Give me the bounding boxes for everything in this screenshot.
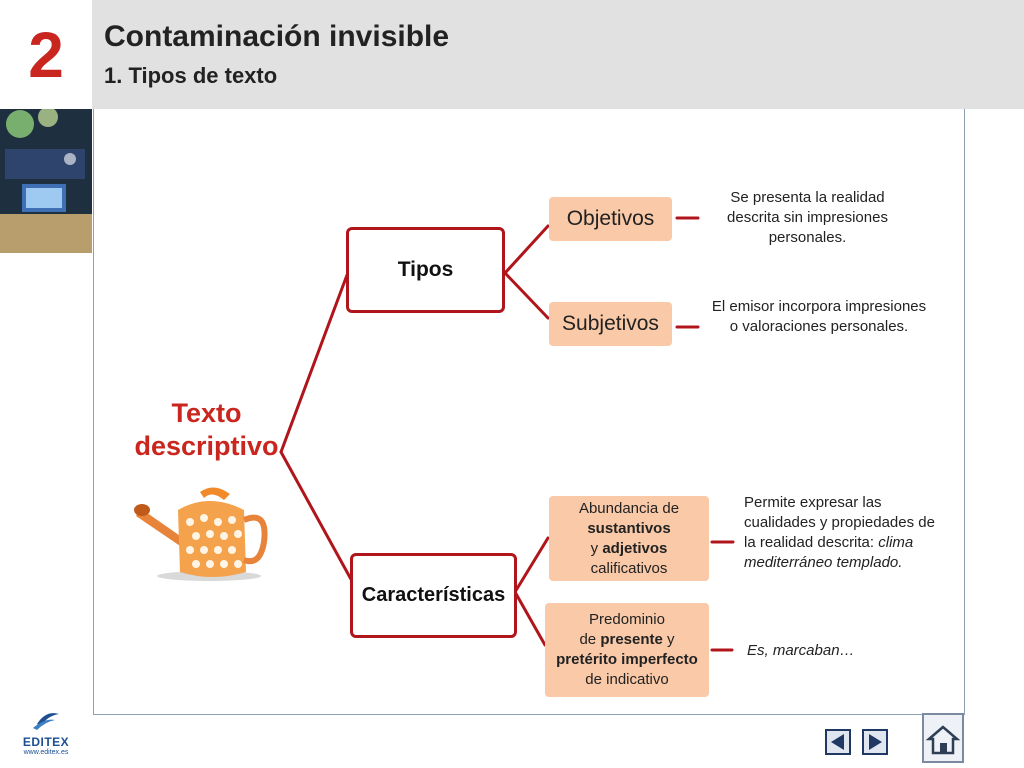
node-abundancia: Abundancia de sustantivos y adjetivos ca… [549, 496, 709, 581]
node-predominio: Predominio de presente y pretérito imper… [545, 603, 709, 697]
node-tipos: Tipos [346, 227, 505, 313]
predominio-text-5: pretérito imperfecto [556, 651, 698, 668]
connector-tipos-objetivos [503, 224, 550, 275]
page-title: Contaminación invisible [104, 20, 450, 53]
abundancia-text-5: calificativos [590, 559, 668, 577]
desc-objetivos: Se presenta la realidad descrita sin imp… [727, 189, 888, 246]
side-photo [0, 109, 92, 253]
node-objetivos: Objetivos [549, 197, 672, 241]
stage-photo-illustration [0, 109, 92, 253]
predominio-text-4: y [667, 631, 675, 648]
abundancia-text-2: sustantivos [587, 519, 671, 537]
triangle-left-icon [831, 734, 844, 750]
chapter-number: 2 [28, 18, 64, 91]
prev-slide-button[interactable] [825, 729, 851, 755]
watering-can-icon [134, 487, 268, 581]
desc-predominio: Es, marcaban… [747, 642, 855, 659]
connector-root-tipos [279, 273, 349, 454]
header-bar [92, 0, 1024, 109]
node-caracteristicas: Características [350, 553, 517, 638]
predominio-text-1: Predominio [589, 611, 665, 628]
connector-tipos-subjetivos [503, 271, 550, 320]
triangle-right-icon [869, 734, 882, 750]
root-node: Texto descriptivo [124, 397, 289, 463]
editex-logo-icon [33, 713, 59, 730]
abundancia-text-4: adjetivos [602, 539, 668, 557]
connector-root-caracteristicas [279, 450, 360, 594]
logo-url: www.editex.es [23, 749, 69, 756]
home-icon [925, 725, 961, 755]
predominio-text-2: de [579, 631, 597, 648]
home-button[interactable] [922, 713, 964, 763]
connector-caract-abundancia [513, 536, 550, 594]
logo-text: EDITEX [22, 735, 70, 749]
next-slide-button[interactable] [862, 729, 888, 755]
root-node-line1: Texto [171, 398, 242, 428]
editex-logo[interactable]: EDITEX www.editex.es [18, 710, 74, 760]
abundancia-desc-example: clima mediterráneo templado. [744, 534, 914, 571]
desc-abundancia: Permite expresar las cualidades y propie… [744, 493, 944, 573]
predominio-text-6: de indicativo [585, 671, 669, 688]
connector-caract-predominio [513, 590, 547, 647]
desc-subjetivos: El emisor incorpora impresiones o valora… [711, 298, 927, 335]
root-node-line2: descriptivo [134, 431, 279, 461]
abundancia-desc-text: Permite expresar las cualidades y propie… [744, 494, 935, 551]
page-subtitle: 1. Tipos de texto [104, 63, 278, 88]
node-subjetivos: Subjetivos [549, 302, 672, 346]
abundancia-text-3: y [590, 539, 599, 557]
predominio-text-3: presente [600, 631, 663, 648]
abundancia-text-1: Abundancia de [578, 499, 680, 517]
